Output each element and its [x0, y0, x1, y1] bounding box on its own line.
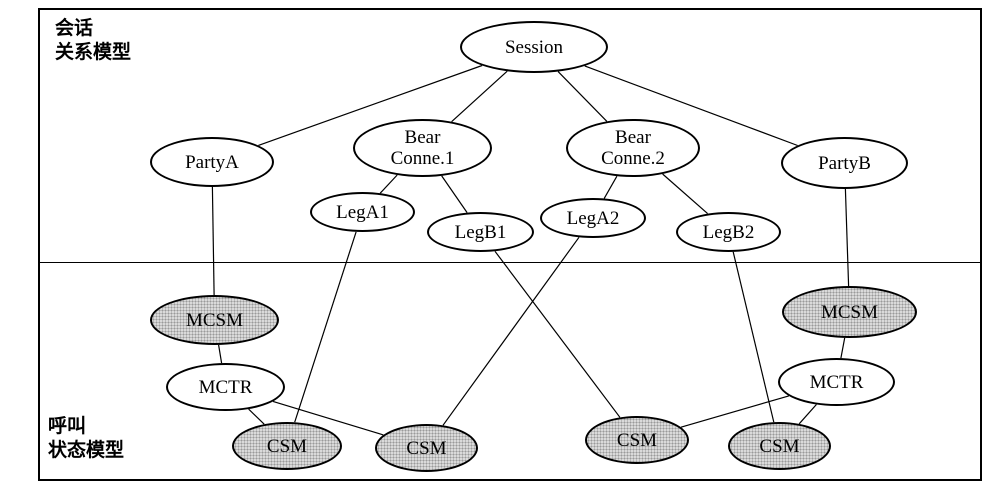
- diagram-frame: [38, 8, 982, 481]
- csm-4-node: CSM: [728, 422, 831, 470]
- leg-b2-node: LegB2: [676, 212, 781, 252]
- csm-1-node: CSM: [232, 422, 342, 470]
- mcsm-right-node: MCSM: [782, 286, 917, 338]
- edge-mcsm-left-to-mctr-left: [218, 344, 223, 364]
- edge-leg-a1-to-csm-1: [294, 231, 357, 423]
- edge-mctr-right-to-csm-4: [798, 404, 817, 425]
- session-label-line2: 关系模型: [55, 41, 132, 63]
- edge-leg-a2-to-csm-2: [442, 236, 580, 426]
- leg-b1-node: LegB1: [427, 212, 534, 252]
- mcsm-left-node: MCSM: [150, 295, 279, 345]
- edge-mctr-left-to-csm-2: [272, 400, 384, 436]
- model-divider-line: [38, 262, 982, 263]
- leg-a1-node: LegA1: [310, 192, 415, 232]
- edge-party-b-to-mcsm-right: [844, 188, 850, 287]
- session-relation-model-label: 会话 关系模型: [55, 16, 131, 64]
- edge-leg-b2-to-csm-4: [732, 251, 775, 423]
- csm-3-node: CSM: [585, 416, 689, 464]
- edge-session-to-bear-conne-1: [451, 70, 508, 123]
- call-label-line2: 状态模型: [48, 439, 125, 461]
- call-state-model-label: 呼叫 状态模型: [48, 414, 124, 462]
- session-node: Session: [460, 21, 608, 73]
- mctr-right-node: MCTR: [778, 358, 895, 406]
- edge-bear-conne-2-to-leg-b2: [662, 173, 708, 215]
- edge-leg-b1-to-csm-3: [494, 250, 621, 418]
- leg-a2-node: LegA2: [540, 198, 646, 238]
- edge-mctr-left-to-csm-1: [248, 408, 265, 425]
- csm-2-node: CSM: [375, 424, 478, 472]
- bear-conne-2-node: Bear Conne.2: [566, 119, 700, 177]
- party-a-node: PartyA: [150, 137, 274, 187]
- edge-party-a-to-mcsm-left: [211, 186, 215, 296]
- edge-mcsm-right-to-mctr-right: [840, 337, 846, 359]
- session-label-line1: 会话: [55, 17, 94, 39]
- edge-mctr-right-to-csm-3: [680, 395, 789, 428]
- edge-session-to-bear-conne-2: [557, 71, 608, 122]
- party-b-node: PartyB: [781, 137, 908, 189]
- edge-bear-conne-1-to-leg-a1: [379, 174, 398, 194]
- call-label-line1: 呼叫: [48, 415, 87, 437]
- edge-session-to-party-b: [584, 65, 798, 147]
- edge-bear-conne-2-to-leg-a2: [603, 175, 618, 199]
- bear-conne-1-node: Bear Conne.1: [353, 119, 492, 177]
- edge-bear-conne-1-to-leg-b1: [441, 175, 468, 213]
- edge-session-to-party-a: [258, 64, 483, 146]
- mctr-left-node: MCTR: [166, 363, 285, 411]
